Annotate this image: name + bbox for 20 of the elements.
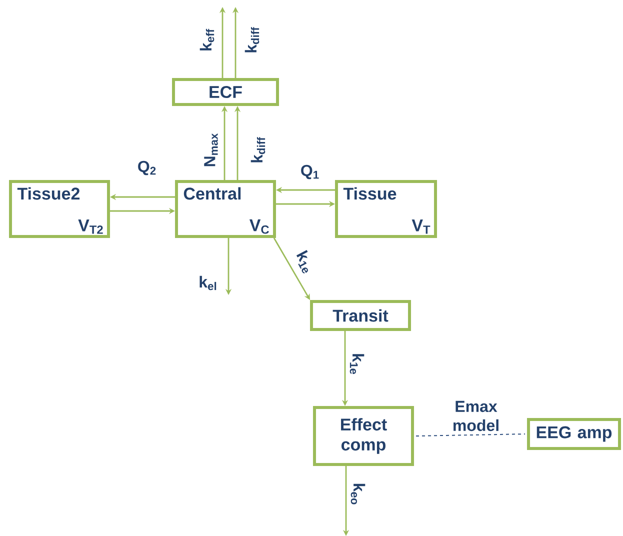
edge-label: k$_{1e}$ [296, 250, 308, 274]
edge-label: Q$_{1}$ [301, 164, 319, 180]
dashed-connector [416, 434, 526, 436]
edge-label: k$_{diff}$ [250, 137, 266, 162]
edge-label: N$_{max}$ [204, 133, 218, 166]
process-box: Tissue V$_{T}$ [335, 180, 437, 238]
process-box: Transit [310, 300, 411, 331]
edge-label: Emax model [454, 400, 498, 432]
process-box: Central V$_{C}$ [175, 180, 276, 238]
edge-label: Q$_{2}$ [138, 160, 156, 176]
edge-label: k$_{el}$ [200, 276, 216, 290]
edge-label: k$_{eff}$ [200, 28, 214, 50]
edge-label: k$_{diff}$ [244, 27, 260, 52]
process-box: EEG amp [527, 418, 621, 450]
edge-label: k$_{eo}$ [350, 484, 366, 504]
process-box: ECF [172, 78, 279, 106]
process-box: Effect comp [313, 406, 414, 466]
process-box: Tissue2 V$_{T2}$ [9, 180, 110, 238]
arrow [273, 238, 310, 300]
edge-label: k$_{1e}$ [350, 354, 364, 374]
